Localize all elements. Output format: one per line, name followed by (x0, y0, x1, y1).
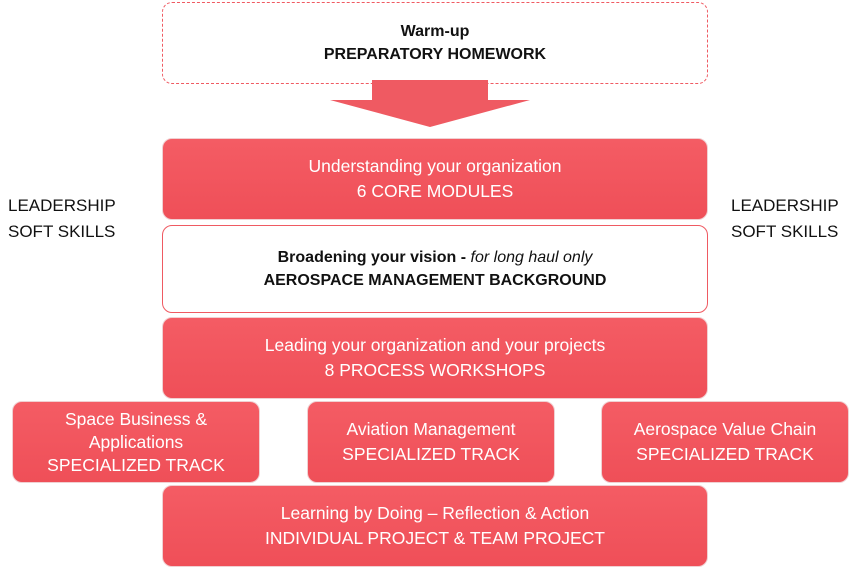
broadening-title-italic: for long haul only (470, 249, 593, 266)
track-aviation-line1: Aviation Management (346, 419, 516, 439)
broadening-box: Broadening your vision - for long haul o… (162, 225, 708, 313)
warmup-subtitle: PREPARATORY HOMEWORK (323, 46, 547, 63)
warmup-box: Warm-up PREPARATORY HOMEWORK (162, 2, 708, 84)
side-right-line2: SOFT SKILLS (731, 222, 839, 241)
broadening-subtitle: AEROSPACE MANAGEMENT BACKGROUND (263, 272, 607, 289)
track-space-box: Space Business & Applications SPECIALIZE… (12, 401, 260, 483)
track-valuechain-box: Aerospace Value Chain SPECIALIZED TRACK (601, 401, 849, 483)
side-label-left: LEADERSHIP SOFT SKILLS (8, 193, 116, 245)
learning-box: Learning by Doing – Reflection & Action … (162, 485, 708, 567)
understanding-subtitle: 6 CORE MODULES (356, 181, 514, 201)
down-arrow (330, 80, 530, 127)
leading-subtitle: 8 PROCESS WORKSHOPS (324, 360, 546, 380)
understanding-title: Understanding your organization (308, 156, 562, 176)
learning-title: Learning by Doing – Reflection & Action (280, 503, 590, 523)
broadening-title-bold: Broadening your vision - (277, 249, 471, 266)
track-aviation-line2: SPECIALIZED TRACK (342, 444, 520, 464)
track-valuechain-line2: SPECIALIZED TRACK (636, 444, 814, 464)
leading-box: Leading your organization and your proje… (162, 317, 708, 399)
track-aviation-box: Aviation Management SPECIALIZED TRACK (307, 401, 555, 483)
leading-title: Leading your organization and your proje… (264, 335, 606, 355)
side-left-line1: LEADERSHIP (8, 196, 116, 215)
track-space-line3: SPECIALIZED TRACK (47, 454, 225, 475)
broadening-title: Broadening your vision - for long haul o… (278, 246, 593, 269)
track-space-line2: Applications (88, 431, 184, 452)
track-space-line1: Space Business & (64, 408, 208, 429)
side-left-line2: SOFT SKILLS (8, 222, 116, 241)
track-valuechain-line1: Aerospace Value Chain (633, 419, 817, 439)
side-label-right: LEADERSHIP SOFT SKILLS (731, 193, 839, 245)
side-right-line1: LEADERSHIP (731, 196, 839, 215)
warmup-title: Warm-up (400, 23, 470, 40)
understanding-box: Understanding your organization 6 CORE M… (162, 138, 708, 220)
learning-subtitle: INDIVIDUAL PROJECT & TEAM PROJECT (264, 528, 605, 548)
